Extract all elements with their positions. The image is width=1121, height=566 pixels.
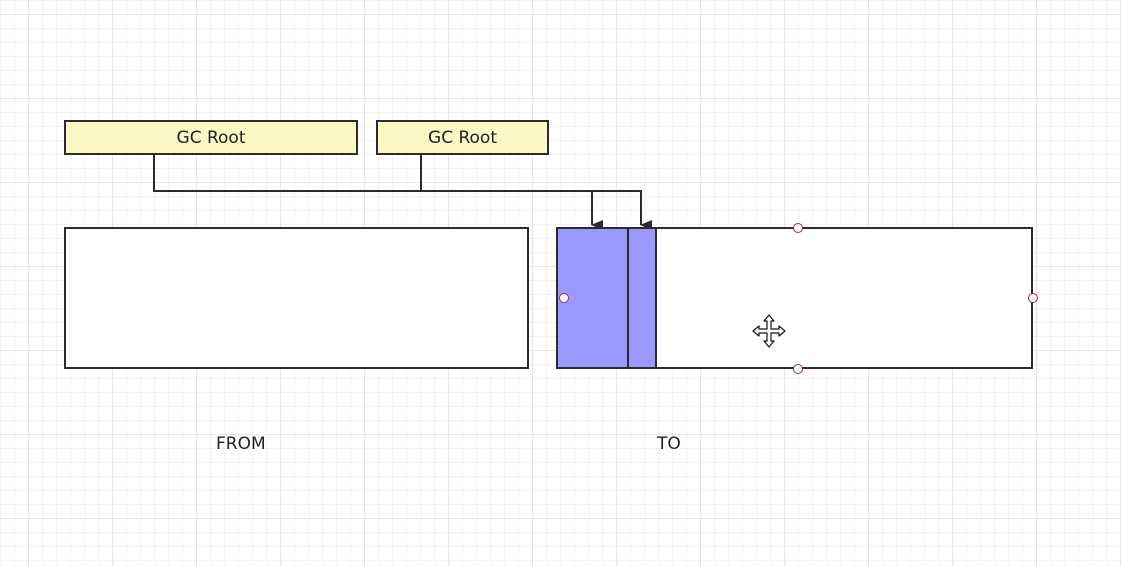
selection-handle-bottom[interactable] (793, 364, 803, 374)
selection-handle-left[interactable] (559, 293, 569, 303)
move-cursor-icon (752, 314, 786, 348)
from-region[interactable] (64, 227, 529, 369)
gc-root-box-2[interactable]: GC Root (376, 120, 549, 155)
connector-root-2[interactable] (420, 155, 652, 230)
gc-root-label-2: GC Root (428, 127, 497, 148)
gc-root-box-1[interactable]: GC Root (64, 120, 358, 155)
selection-handle-right[interactable] (1028, 293, 1038, 303)
connector-root-1[interactable] (153, 155, 603, 230)
selection-handle-top[interactable] (793, 223, 803, 233)
from-label: FROM (216, 434, 266, 454)
to-label: TO (657, 434, 681, 454)
copied-object-2[interactable] (627, 227, 657, 369)
gc-root-label-1: GC Root (176, 127, 246, 148)
